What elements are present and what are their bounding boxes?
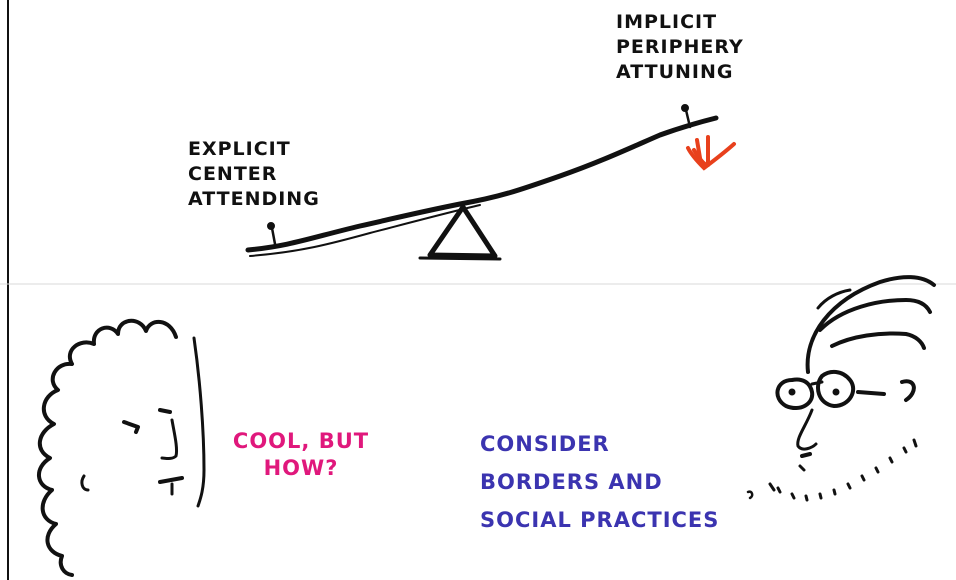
- fulcrum-base: [418, 256, 502, 261]
- right-face-glasses-right: [816, 369, 856, 408]
- right-face-glasses-bridge: [810, 380, 824, 386]
- left-face-eye-left: [122, 420, 140, 434]
- left-face-ear: [80, 474, 90, 492]
- right-face: [746, 275, 936, 502]
- right-face-hair-4: [816, 288, 852, 310]
- right-end-label: IMPLICIT PERIPHERY ATTUNING: [616, 10, 744, 85]
- question-speech: COOL, BUT HOW?: [226, 428, 376, 482]
- right-face-chin: [798, 464, 806, 472]
- right-face-glasses-arm: [856, 390, 886, 396]
- left-end-label-line: ATTENDING: [188, 188, 320, 210]
- right-end-label-line: PERIPHERY: [616, 36, 744, 58]
- seesaw-plank: [245, 115, 719, 253]
- answer-speech: CONSIDER BORDERS AND SOCIAL PRACTICES: [480, 425, 719, 539]
- right-face-pupil-left: [788, 388, 796, 396]
- answer-line: BORDERS AND: [480, 470, 663, 494]
- left-face: [37, 318, 206, 577]
- right-pin-head: [681, 104, 689, 112]
- right-face-mark: [746, 490, 754, 500]
- right-pin: [684, 108, 692, 129]
- question-line: HOW?: [263, 456, 339, 480]
- left-face-eye-right: [158, 408, 172, 414]
- fulcrum-triangle: [427, 204, 498, 259]
- left-end-label-line: CENTER: [188, 163, 278, 185]
- seesaw-plank-edge: [249, 204, 481, 257]
- right-face-nose: [796, 408, 818, 451]
- right-face-glasses-left: [775, 377, 815, 411]
- right-face-pupil-right: [832, 388, 840, 396]
- right-face-neck: [768, 482, 776, 492]
- question-line: COOL, BUT: [232, 429, 370, 453]
- right-face-ear: [900, 379, 916, 402]
- left-end-label: EXPLICIT CENTER ATTENDING: [188, 137, 320, 212]
- right-face-hair-3: [830, 331, 926, 350]
- left-face-nose: [160, 418, 178, 460]
- left-face-mouth: [158, 476, 184, 484]
- right-end-label-line: IMPLICIT: [616, 11, 718, 33]
- right-end-label-line: ATTUNING: [616, 61, 734, 83]
- answer-line: CONSIDER: [480, 432, 610, 456]
- right-face-hair-2: [818, 298, 932, 332]
- down-arrow-icon: [686, 135, 736, 171]
- left-face-hair: [37, 318, 178, 577]
- answer-line: SOCIAL PRACTICES: [480, 508, 720, 532]
- left-pin: [270, 226, 277, 246]
- left-pin-head: [267, 222, 275, 230]
- right-face-beard: [776, 438, 918, 502]
- left-end-label-line: EXPLICIT: [188, 138, 291, 160]
- right-face-mouth: [800, 452, 812, 458]
- left-face-jaw: [192, 336, 206, 508]
- seesaw: [245, 104, 719, 261]
- right-face-hair-1: [805, 275, 936, 374]
